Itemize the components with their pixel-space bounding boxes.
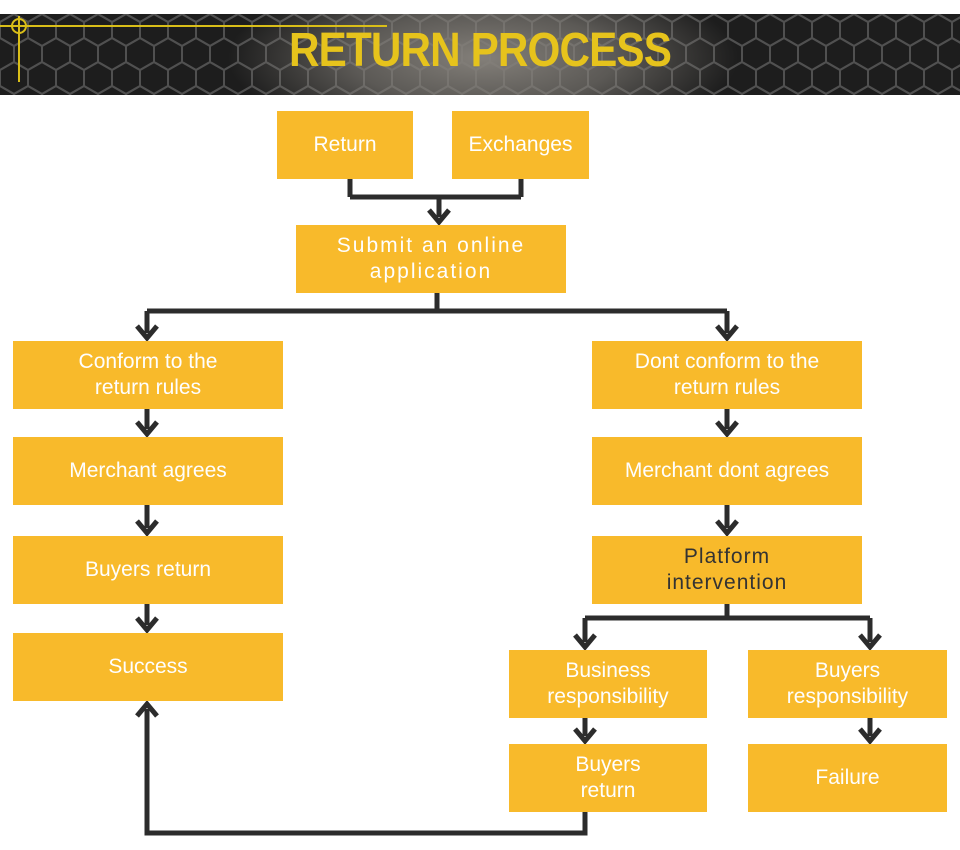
arrowhead-success: [135, 616, 159, 634]
node-buyers-return-2: Buyers return: [509, 744, 707, 812]
node-success: Success: [13, 633, 283, 701]
node-platform-intervention: Platform intervention: [592, 536, 862, 604]
arrowhead-merchant-dont: [715, 420, 739, 438]
arrowhead-merchant-agrees: [135, 420, 159, 438]
page-title: RETURN PROCESS: [0, 27, 960, 75]
node-merchant-agrees: Merchant agrees: [13, 437, 283, 505]
arrowhead-submit: [427, 208, 451, 226]
node-merchant-dont-agrees: Merchant dont agrees: [592, 437, 862, 505]
arrowhead-buyers-return-2: [573, 727, 597, 745]
node-failure: Failure: [748, 744, 947, 812]
crosshair-icon: [11, 18, 27, 34]
node-return: Return: [277, 111, 413, 179]
node-submit-application: Submit an online application: [296, 225, 566, 293]
node-business-responsibility: Business responsibility: [509, 650, 707, 718]
arrowhead-failure: [858, 727, 882, 745]
arrowhead-loop-to-success: [135, 700, 159, 718]
arrowhead-dont-conform: [715, 324, 739, 342]
header-center-glow: [0, 14, 960, 95]
arrowhead-platform: [715, 519, 739, 537]
page-title-text: RETURN PROCESS: [289, 24, 672, 77]
arrowhead-buyers-return: [135, 519, 159, 537]
connector-lines: [144, 178, 873, 836]
node-conform-rules: Conform to the return rules: [13, 341, 283, 409]
arrowhead-conform: [135, 324, 159, 342]
node-exchanges: Exchanges: [452, 111, 589, 179]
crosshair-hline: [0, 25, 387, 27]
arrowhead-business-resp: [573, 633, 597, 651]
node-buyers-return: Buyers return: [13, 536, 283, 604]
node-dont-conform-rules: Dont conform to the return rules: [592, 341, 862, 409]
arrowhead-buyers-resp: [858, 633, 882, 651]
header-band: [0, 14, 960, 95]
node-buyers-responsibility: Buyers responsibility: [748, 650, 947, 718]
crosshair-vline: [18, 16, 20, 82]
